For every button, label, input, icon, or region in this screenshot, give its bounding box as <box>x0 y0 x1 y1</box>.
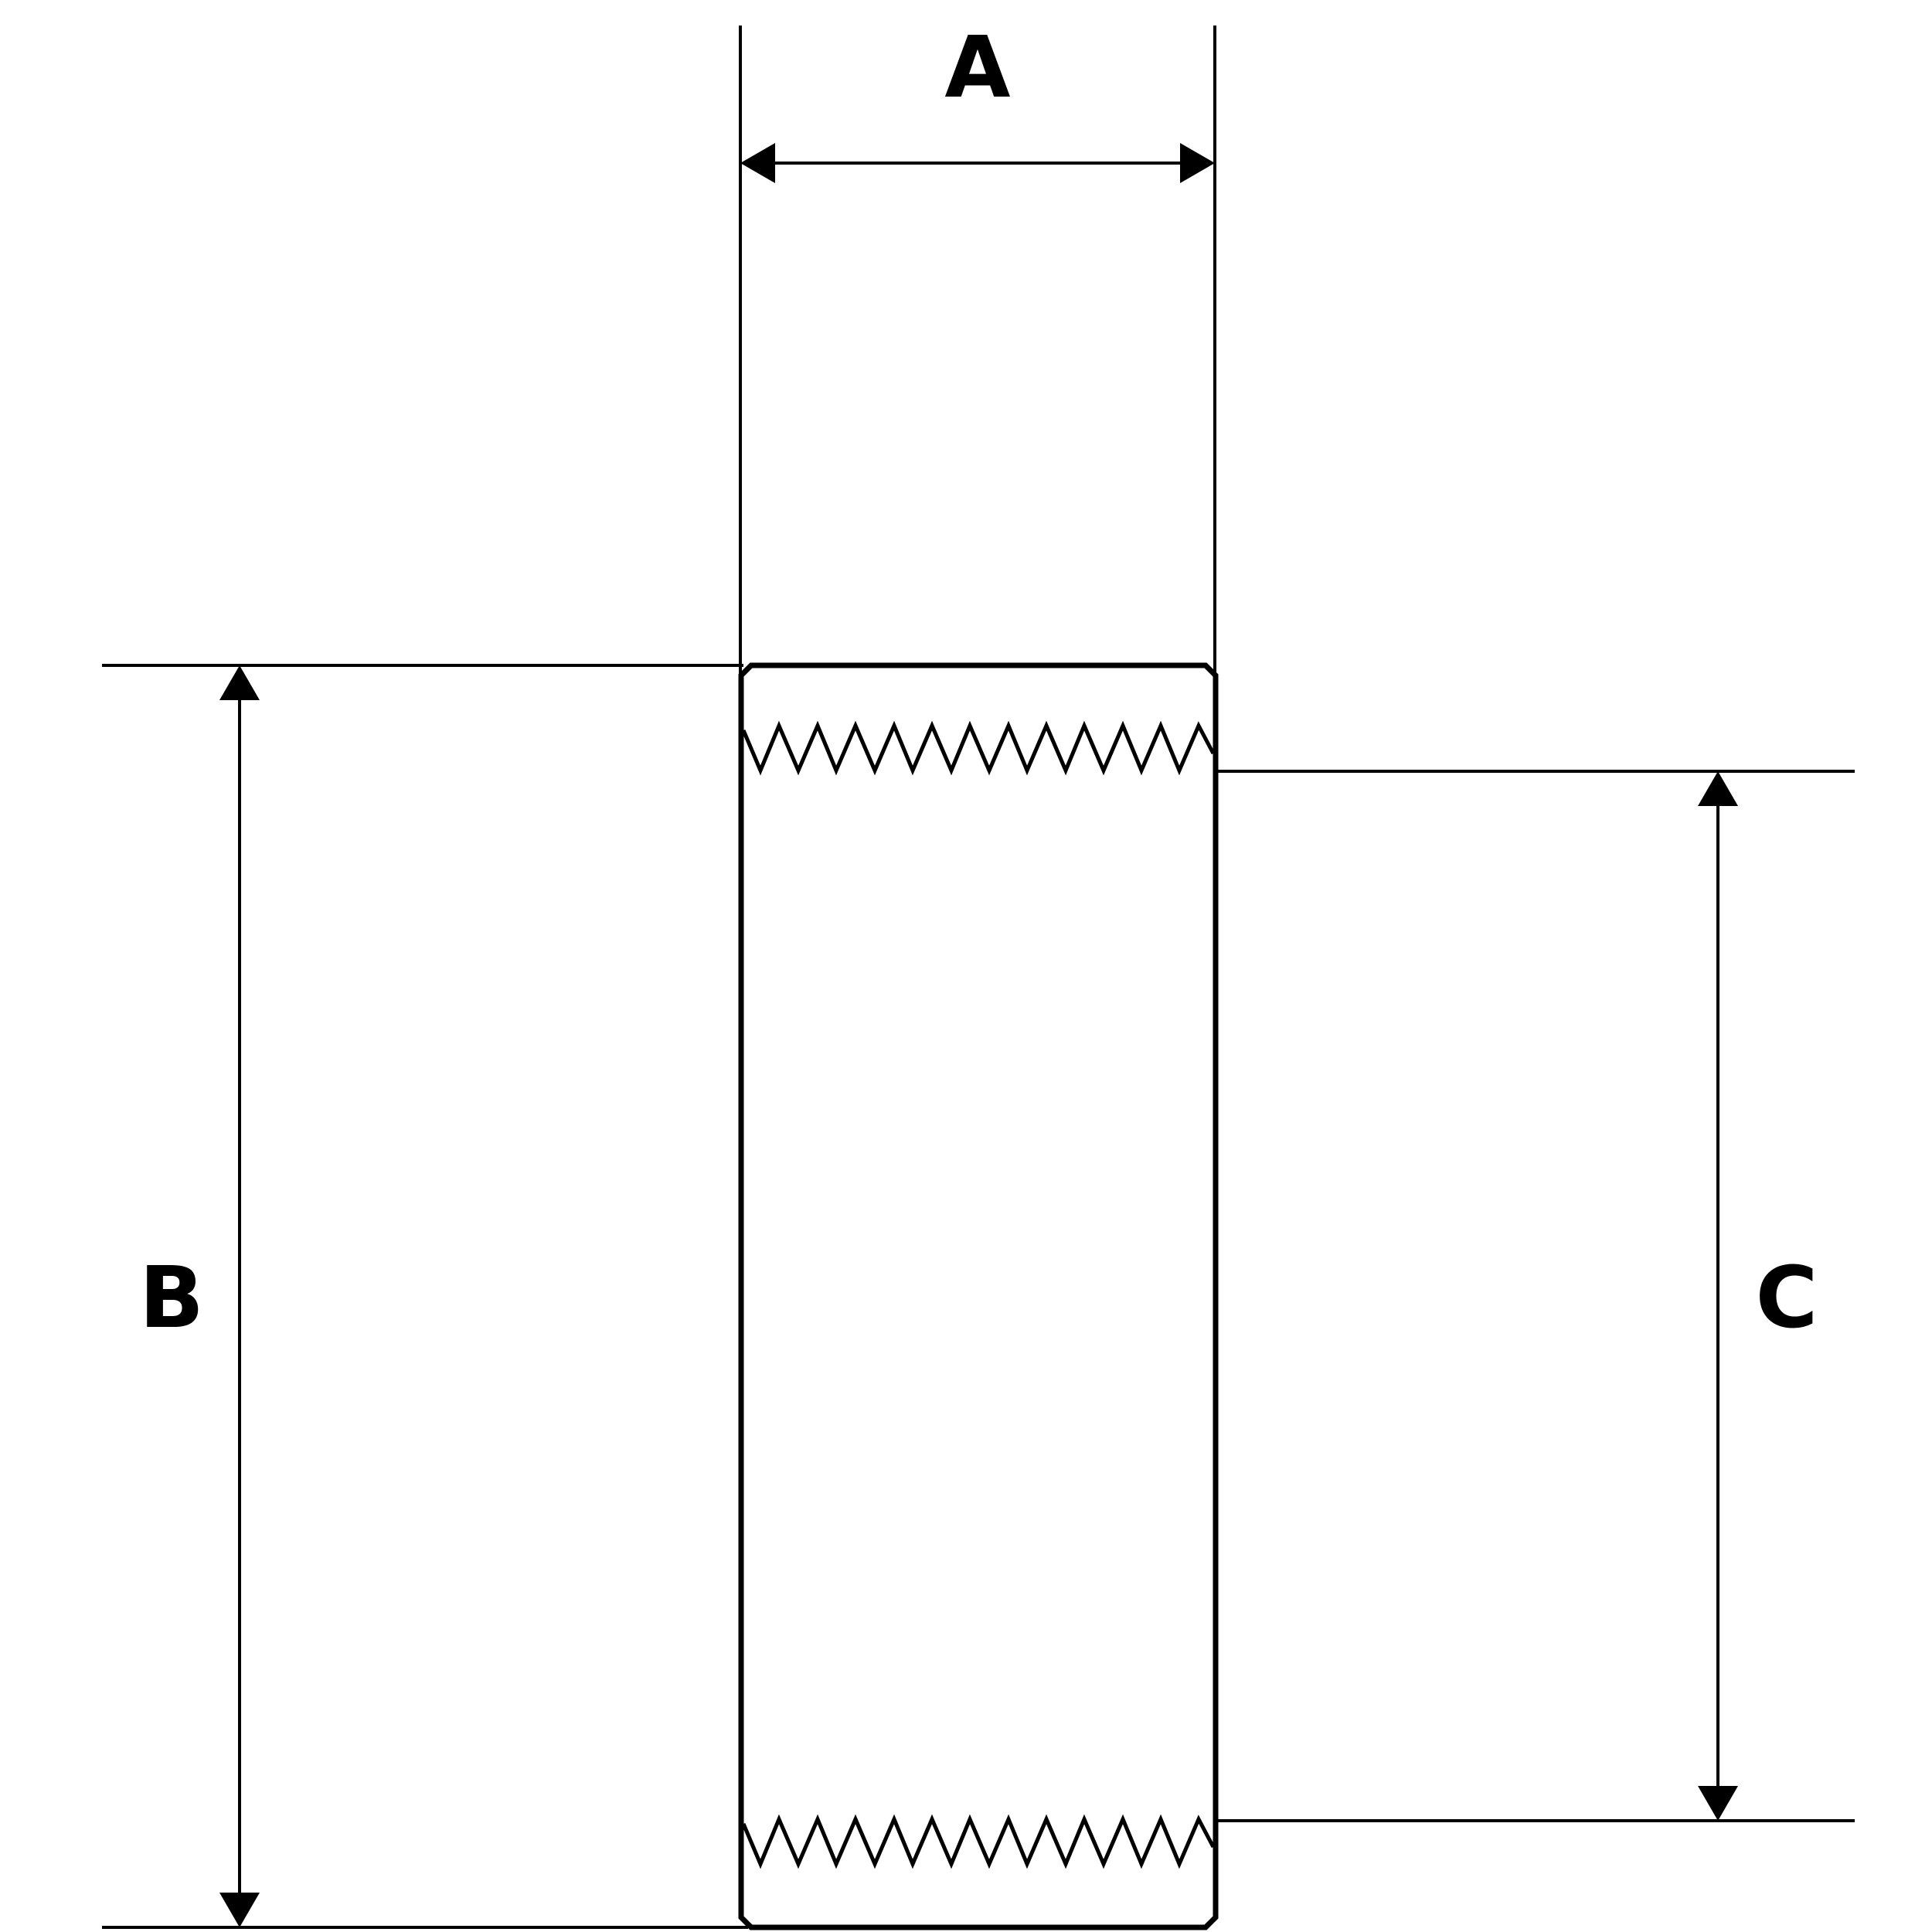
arrowhead-a-right <box>1180 143 1215 183</box>
part-outline <box>738 662 1219 1930</box>
arrowhead-c-top <box>1698 771 1738 806</box>
arrowhead-b-bottom <box>219 1893 260 1927</box>
dimension-label-b: B <box>139 1248 204 1347</box>
arrowhead-a-left <box>740 143 775 183</box>
arrowhead-c-bottom <box>1698 1786 1738 1821</box>
dimension-label-a: A <box>944 18 1010 117</box>
arrowhead-b-top <box>219 665 260 700</box>
thread-zigzag-bottom <box>741 1814 1216 1869</box>
thread-zigzag-top <box>741 720 1216 776</box>
dimension-label-c: C <box>1756 1248 1818 1347</box>
